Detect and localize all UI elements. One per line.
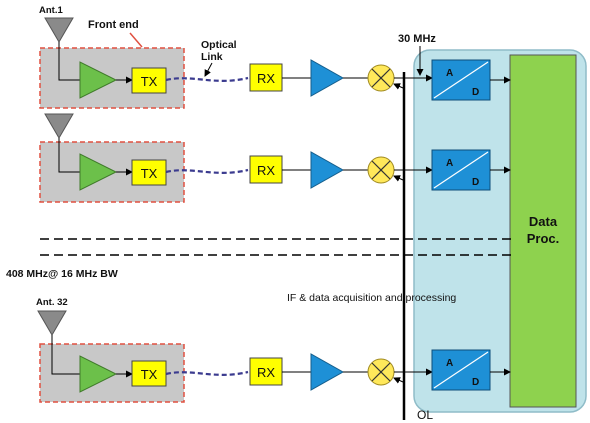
optical-link-pointer (204, 62, 213, 77)
data-proc-block (509, 54, 577, 408)
adc: A D (431, 149, 491, 191)
lna-amplifier (79, 355, 118, 393)
adc-d-label: D (472, 177, 479, 188)
mixer (367, 64, 395, 92)
optical-link-label-1: Optical (201, 39, 237, 51)
rx-box (249, 357, 283, 386)
channel-1: TX RX A D (39, 17, 511, 109)
adc-a-label: A (446, 68, 453, 79)
antenna-icon (44, 113, 74, 139)
rx-label: RX (257, 71, 275, 86)
band-label: 408 MHz@ 16 MHz BW (6, 268, 118, 280)
lna-amplifier (79, 153, 118, 191)
optical-link-label-2: Link (201, 51, 223, 63)
freq-30mhz-label: 30 MHz (398, 33, 436, 45)
antenna-32-label: Ant. 32 (36, 297, 68, 308)
if-amplifier (310, 59, 345, 97)
rx-box (249, 63, 283, 92)
lna-amplifier (79, 61, 118, 99)
adc: A D (431, 349, 491, 391)
frontend-pointer (129, 32, 143, 48)
optical-fiber (165, 370, 249, 376)
mixer (367, 156, 395, 184)
channel-32: TX RX A D (37, 310, 511, 403)
tx-box (131, 67, 167, 94)
adc-d-label: D (472, 377, 479, 388)
adc-a-label: A (446, 358, 453, 369)
adc-a-label: A (446, 158, 453, 169)
frontend-label: Front end (88, 19, 139, 31)
adc: A D (431, 59, 491, 101)
rx-label: RX (257, 163, 275, 178)
tx-label: TX (141, 166, 158, 181)
mixer (367, 358, 395, 386)
if-amplifier (310, 151, 345, 189)
ol-label: OL (417, 408, 433, 422)
if-amplifier (310, 353, 345, 391)
data-proc-label-1: Data (529, 214, 558, 229)
tx-box (131, 159, 167, 186)
channel-2: TX RX A D (39, 113, 511, 203)
adc-d-label: D (472, 87, 479, 98)
data-proc-label-2: Proc. (527, 231, 560, 246)
rx-label: RX (257, 365, 275, 380)
antenna-icon (44, 17, 74, 43)
antenna-icon (37, 310, 67, 336)
if-caption: IF & data acquisition and processing (287, 292, 456, 304)
optical-fiber (165, 76, 249, 82)
tx-label: TX (141, 367, 158, 382)
tx-label: TX (141, 74, 158, 89)
antenna-1-label: Ant.1 (39, 5, 63, 16)
optical-fiber (165, 168, 249, 174)
rx-box (249, 155, 283, 184)
